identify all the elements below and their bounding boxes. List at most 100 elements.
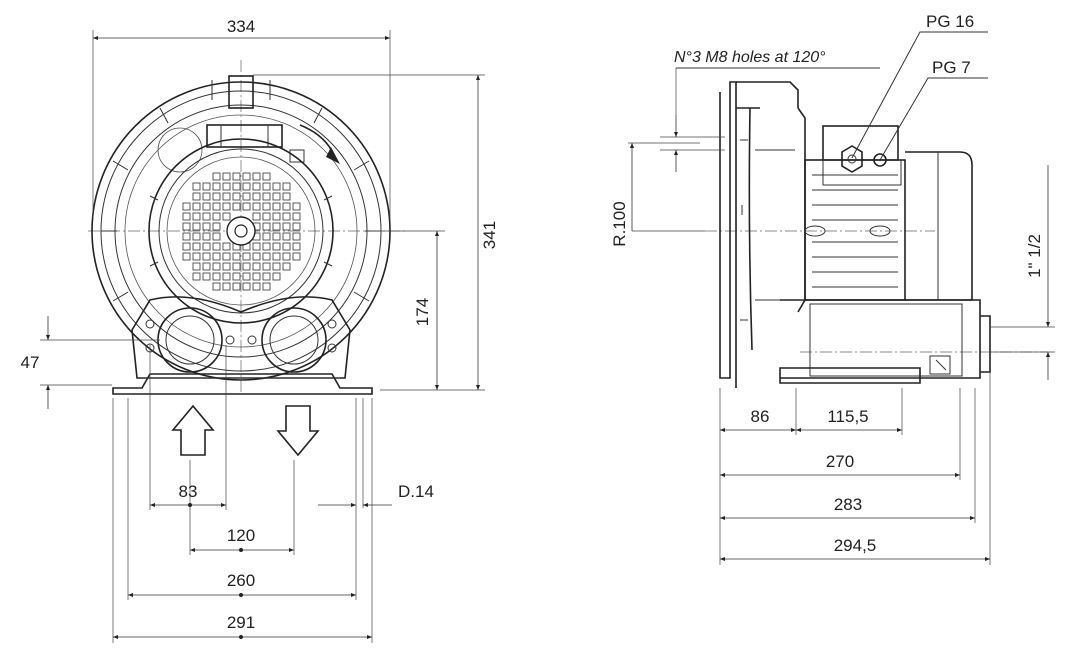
- grille-hole: [282, 262, 291, 271]
- grille-hole: [282, 182, 291, 191]
- grille-hole: [212, 192, 221, 201]
- grille-hole: [212, 212, 221, 221]
- dim-axis-height-174: 174: [413, 298, 432, 326]
- grille-hole: [262, 242, 271, 251]
- grille-hole: [262, 262, 271, 271]
- grille-hole: [202, 202, 211, 211]
- grille-hole: [262, 232, 271, 241]
- base-outlet: [779, 299, 991, 384]
- grille-hole: [212, 262, 221, 271]
- grille-hole: [262, 172, 271, 181]
- grille-hole: [292, 202, 301, 211]
- grille-hole: [212, 282, 221, 291]
- grille-hole: [272, 192, 281, 201]
- grille-hole: [242, 202, 251, 211]
- grille-hole: [222, 272, 231, 281]
- dim-base-291: 291: [227, 613, 255, 632]
- grille-hole: [272, 182, 281, 191]
- grille-hole: [292, 212, 301, 221]
- grille-hole: [282, 202, 291, 211]
- grille-hole: [182, 232, 191, 241]
- grille-hole: [252, 212, 261, 221]
- grille-hole: [272, 272, 281, 281]
- grille-hole: [282, 222, 291, 231]
- terminal-box: [822, 125, 902, 186]
- grille-hole: [262, 192, 271, 201]
- grille-hole: [252, 282, 261, 291]
- grille-hole: [262, 252, 271, 261]
- dim-length-283: 283: [834, 495, 862, 514]
- label-pg16: PG 16: [926, 12, 974, 31]
- grille-hole: [202, 212, 211, 221]
- grille-hole: [292, 252, 301, 261]
- grille-hole: [252, 252, 261, 261]
- grille-hole: [202, 262, 211, 271]
- grille-hole: [242, 262, 251, 271]
- dim-width-334: 334: [227, 17, 255, 36]
- base-and-ports: [112, 296, 373, 395]
- dim-foot-front-86: 86: [751, 407, 770, 426]
- grille-hole: [182, 222, 191, 231]
- grille-hole: [192, 202, 201, 211]
- grille-hole: [252, 202, 261, 211]
- grille-hole: [262, 272, 271, 281]
- outlet-arrow-icon: [276, 405, 320, 457]
- dim-port-offset-83: 83: [179, 482, 198, 501]
- grille-hole: [222, 282, 231, 291]
- grille-hole: [202, 272, 211, 281]
- grille-hole: [212, 222, 221, 231]
- grille-hole: [232, 192, 241, 201]
- grille-hole: [202, 192, 211, 201]
- grille-hole: [262, 202, 271, 211]
- grille-hole: [202, 232, 211, 241]
- grille-hole: [192, 192, 201, 201]
- grille-hole: [252, 242, 261, 251]
- grille-hole: [192, 182, 201, 191]
- grille-hole: [192, 272, 201, 281]
- grille-hole: [222, 242, 231, 251]
- grille-hole: [192, 212, 201, 221]
- grille-hole: [242, 182, 251, 191]
- grille-hole: [252, 272, 261, 281]
- grille-hole: [182, 212, 191, 221]
- grille-hole: [232, 202, 241, 211]
- grille-hole: [282, 192, 291, 201]
- dim-holes-260: 260: [227, 571, 255, 590]
- grille-hole: [292, 242, 301, 251]
- grille-hole: [202, 242, 211, 251]
- grille-hole: [232, 182, 241, 191]
- grille-hole: [272, 262, 281, 271]
- grille-hole: [202, 222, 211, 231]
- grille-hole: [212, 172, 221, 181]
- grille-hole: [232, 262, 241, 271]
- grille-hole: [282, 252, 291, 261]
- dim-radius-r100: R.100: [610, 201, 629, 246]
- grille-hole: [192, 252, 201, 261]
- front-view: 334 341 174 47 83 120 D.14 260 291: [21, 17, 499, 643]
- grille-hole: [232, 252, 241, 261]
- grille-hole: [292, 232, 301, 241]
- grille-hole: [222, 262, 231, 271]
- grille-hole: [272, 232, 281, 241]
- grille-hole: [212, 182, 221, 191]
- dim-port-spacing-120: 120: [227, 526, 255, 545]
- dim-thread: 1" 1/2: [1025, 234, 1044, 278]
- grille-hole: [272, 242, 281, 251]
- grille-hole: [262, 222, 271, 231]
- inlet-arrow-icon: [171, 404, 215, 456]
- grille-hole: [212, 252, 221, 261]
- grille-hole: [232, 282, 241, 291]
- grille-hole: [182, 202, 191, 211]
- grille-hole: [262, 182, 271, 191]
- grille-hole: [252, 192, 261, 201]
- grille-hole: [212, 232, 221, 241]
- dim-foot-height-47: 47: [21, 353, 40, 372]
- note-mounting-holes: N°3 M8 holes at 120°: [674, 49, 826, 66]
- dim-length-294-5: 294,5: [834, 536, 877, 555]
- grille-hole: [202, 182, 211, 191]
- grille-hole: [222, 252, 231, 261]
- grille-hole: [242, 192, 251, 201]
- grille-hole: [272, 222, 281, 231]
- grille-hole: [282, 212, 291, 221]
